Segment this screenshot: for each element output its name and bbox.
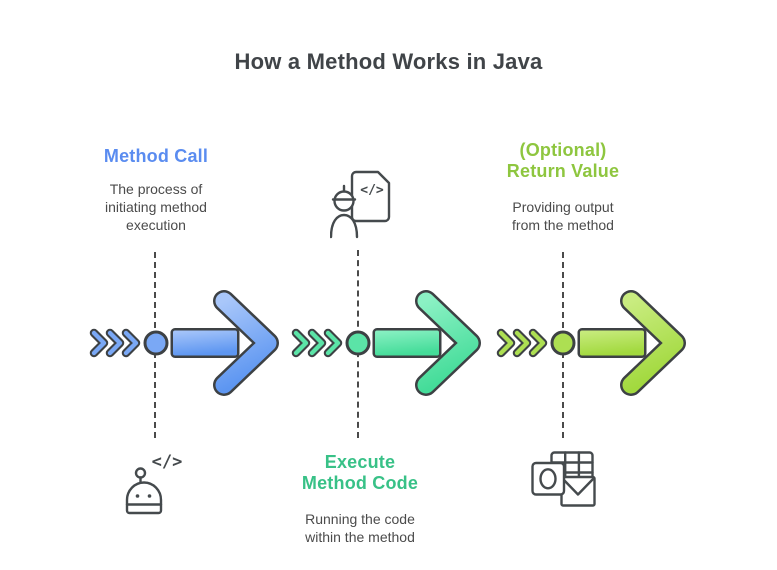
flow-chevrons-3 (496, 328, 548, 358)
flow-chevrons-2 (291, 328, 343, 358)
step3-description: Providing output from the method (512, 199, 614, 233)
flow-big-arrow-2 (372, 290, 481, 396)
step2-description: Running the code within the method (305, 511, 415, 545)
flow-big-arrow-3 (577, 290, 686, 396)
code-glyph: </> (152, 452, 183, 472)
flow-arrow-group-3 (496, 290, 686, 396)
flow-big-arrow-1 (170, 290, 279, 396)
robot-code-icon: </> (125, 452, 183, 515)
step1-heading: Method Call (103, 146, 209, 166)
flow-arrow-group-1 (89, 290, 279, 396)
step3-heading: (Optional) Return Value (506, 140, 620, 181)
flow-node-3 (550, 330, 576, 356)
step1-description: The process of initiating method executi… (105, 181, 207, 233)
flow-arrow-group-2 (291, 290, 481, 396)
flow-node-2 (345, 330, 371, 356)
output-table-envelope-icon (531, 451, 596, 507)
developer-code-document-icon: </> (330, 170, 391, 239)
code-glyph: </> (360, 183, 384, 198)
page-title: How a Method Works in Java (234, 49, 543, 74)
flow-chevrons-1 (89, 328, 141, 358)
step2-heading: Execute Method Code (301, 452, 419, 493)
flow-node-1 (143, 330, 169, 356)
